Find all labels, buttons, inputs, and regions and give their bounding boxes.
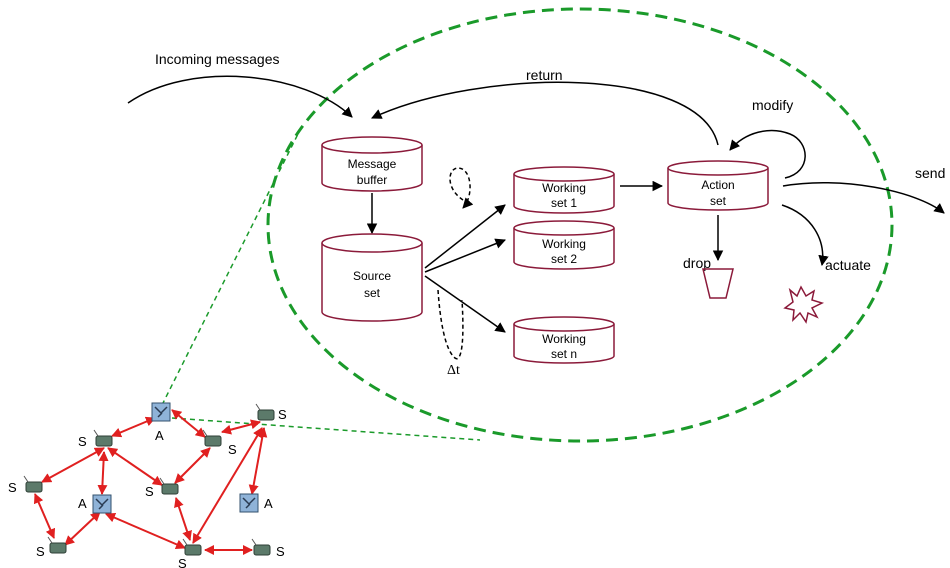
node-label: S bbox=[276, 544, 285, 559]
network-edge bbox=[41, 447, 105, 483]
sensor-node-icon: S bbox=[8, 475, 43, 495]
actuator-node-icon: A bbox=[239, 493, 273, 513]
network-edge bbox=[192, 427, 263, 544]
sensor-node-icon: S bbox=[202, 429, 237, 457]
delta-t-loop bbox=[449, 167, 474, 209]
return-arrow bbox=[371, 81, 719, 146]
sensor-node-icon: S bbox=[178, 538, 202, 568]
actuate-label: actuate bbox=[825, 257, 871, 273]
drop-label: drop bbox=[683, 255, 711, 271]
drop-bin-icon bbox=[702, 268, 734, 299]
sensor-network: A A A S S S S bbox=[8, 402, 287, 568]
source-set-cylinder: Source set bbox=[321, 233, 423, 322]
message-buffer-label-2: buffer bbox=[357, 173, 387, 187]
action-set-cylinder: Action set bbox=[667, 160, 769, 211]
delta-t-label: Δt bbox=[447, 363, 460, 378]
node-label: A bbox=[264, 496, 273, 511]
network-edge bbox=[64, 511, 101, 546]
network-edge bbox=[105, 512, 186, 550]
network-edge bbox=[33, 493, 56, 539]
working-set-2-label-1: Working bbox=[542, 237, 586, 251]
incoming-arrow bbox=[127, 75, 353, 118]
actuator-node-icon: A bbox=[78, 494, 112, 514]
modify-label: modify bbox=[752, 97, 793, 113]
send-arrow bbox=[782, 181, 945, 214]
working-set-n-cylinder: Working set n bbox=[513, 316, 615, 364]
modify-arrow bbox=[729, 129, 806, 179]
sensor-node-icon: S bbox=[251, 538, 285, 559]
node-zoom-ellipse bbox=[266, 7, 894, 443]
working-set-2-cylinder: Working set 2 bbox=[513, 220, 615, 270]
working-set-1-label-1: Working bbox=[542, 181, 586, 195]
node-label: S bbox=[78, 434, 87, 449]
node-label: S bbox=[228, 442, 237, 457]
action-set-label-1: Action bbox=[701, 178, 734, 192]
zoom-line-left bbox=[161, 129, 301, 406]
node-label: S bbox=[145, 484, 154, 499]
working-set-n-label-1: Working bbox=[542, 332, 586, 346]
actuate-arrow bbox=[781, 204, 829, 267]
action-set-label-2: set bbox=[710, 194, 727, 208]
source-to-ws1-arrow bbox=[424, 204, 506, 269]
return-label: return bbox=[526, 67, 563, 83]
sensor-node-icon: S bbox=[145, 477, 179, 499]
message-buffer-label-1: Message bbox=[348, 157, 397, 171]
source-set-label-1: Source bbox=[353, 269, 391, 283]
network-edge bbox=[174, 447, 211, 484]
source-set-label-2: set bbox=[364, 286, 381, 300]
sensor-node-icon: S bbox=[36, 536, 67, 559]
working-set-2-label-2: set 2 bbox=[551, 252, 577, 266]
send-label: send bbox=[915, 165, 945, 181]
source-to-wsn-arrow bbox=[424, 275, 506, 333]
actuator-node-icon: A bbox=[151, 402, 171, 443]
network-edge bbox=[97, 451, 109, 495]
network-edge bbox=[111, 416, 156, 438]
network-edge bbox=[174, 497, 192, 541]
message-buffer-cylinder: Message buffer bbox=[321, 136, 423, 192]
sensor-node-icon: S bbox=[255, 403, 287, 422]
incoming-messages-label: Incoming messages bbox=[155, 51, 280, 67]
node-label: S bbox=[178, 556, 187, 568]
node-label: A bbox=[155, 428, 164, 443]
working-set-1-label-2: set 1 bbox=[551, 196, 577, 210]
network-edge bbox=[107, 447, 163, 486]
network-edge bbox=[248, 427, 268, 495]
node-label: A bbox=[78, 496, 87, 511]
source-to-ws2-arrow bbox=[424, 238, 506, 273]
node-label: S bbox=[278, 407, 287, 422]
network-edge bbox=[221, 419, 261, 435]
sensor-node-icon: S bbox=[78, 429, 113, 449]
working-set-1-cylinder: Working set 1 bbox=[513, 166, 615, 214]
actuate-burst-icon bbox=[783, 285, 825, 324]
zoom-line-right bbox=[171, 417, 481, 441]
delta-t-loop-lower bbox=[437, 289, 464, 360]
node-label: S bbox=[36, 544, 45, 559]
node-label: S bbox=[8, 480, 17, 495]
working-set-n-label-2: set n bbox=[551, 347, 577, 361]
network-edge bbox=[171, 409, 206, 438]
